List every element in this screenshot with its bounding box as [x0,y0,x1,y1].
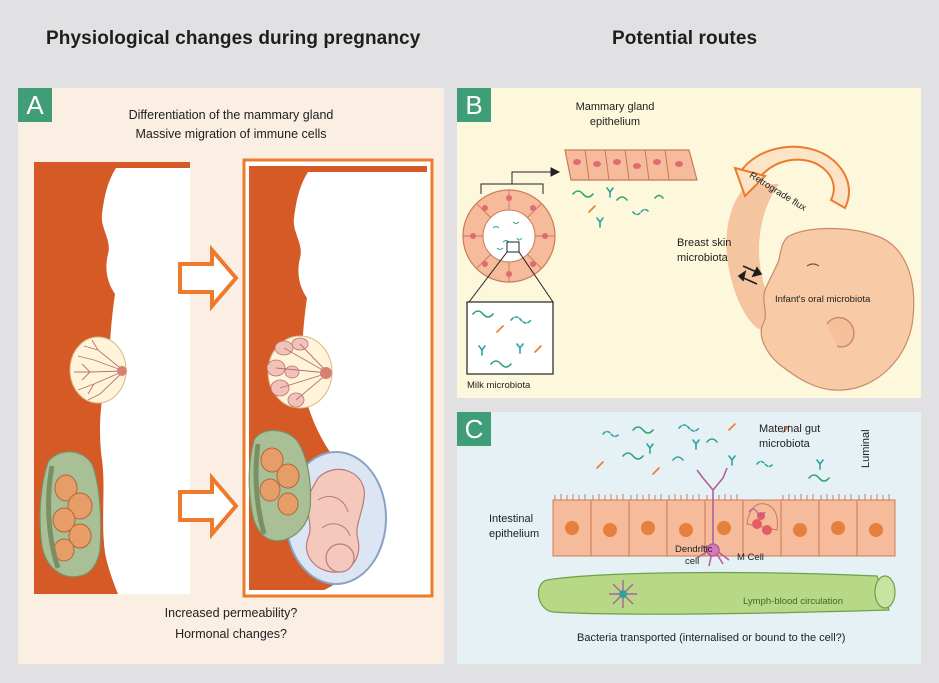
milk-microbiota-box [466,301,554,375]
epithelium-strip [564,149,698,181]
pregnant-belly [285,451,387,585]
milk-bacteria-upper [572,187,664,228]
breast-after [266,335,333,409]
mammary-acinus [462,189,556,283]
transport-label: Bacteria transported (internalised or bo… [577,632,846,644]
heading-potential-routes: Potential routes [612,28,758,49]
immune-migration-label: Massive migration of immune cells [135,127,327,141]
infant-oral-label: Infant's oral microbiota [775,294,871,305]
intestine-before [39,451,102,578]
dendritic-label-1: Dendritic [675,544,713,555]
exchange-arrows [737,265,763,285]
panel-b: B [457,88,921,398]
mammary-differentiation-label: Differentiation of the mammary gland [128,108,334,122]
arrows-between [178,244,239,540]
maternal-gut-label-1: Maternal gut [759,423,821,435]
intestinal-epithelium [552,494,896,557]
breast-skin-label-2: microbiota [677,252,728,264]
breast-before [69,336,127,404]
hormonal-label: Hormonal changes? [175,627,287,641]
breastfeeding-scene [726,184,915,391]
epithelium-label-1: Mammary gland [575,101,655,113]
pregnancy-illustration [34,158,434,598]
lymph-vessel [537,571,896,615]
retrograde-flux-arrow [733,145,850,210]
dendritic-label-2: cell [685,556,700,567]
zoom-lines [468,167,561,303]
breast-skin-label-1: Breast skin [677,237,732,249]
heading-physiological-changes: Physiological changes during pregnancy [46,28,421,49]
intestinal-label-1: Intestinal [489,513,534,525]
panel-b-badge: B [457,88,491,122]
luminal-label: Luminal [860,429,872,468]
gut-bacteria [596,423,830,482]
dendritic-cell-shape [696,467,730,567]
m-cell-label: M Cell [737,552,764,563]
panel-a: A Differentiation of the mammary gland M… [18,88,444,664]
epithelium-label-2: epithelium [589,116,641,128]
maternal-gut-label-2: microbiota [759,438,810,450]
panel-c: C [457,412,921,664]
panel-a-badge: A [18,88,52,122]
m-cell-shape [746,503,778,535]
gut-translocation-illustration [537,423,896,615]
intestine-after [248,429,312,542]
permeability-label: Increased permeability? [164,606,298,620]
panel-c-badge: C [457,412,491,446]
milk-microbiota-label: Milk microbiota [467,380,531,391]
intestinal-label-2: epithelium [489,528,540,540]
lymph-label: Lymph-blood circulation [743,596,843,607]
breastfeeding-illustration [462,145,915,391]
